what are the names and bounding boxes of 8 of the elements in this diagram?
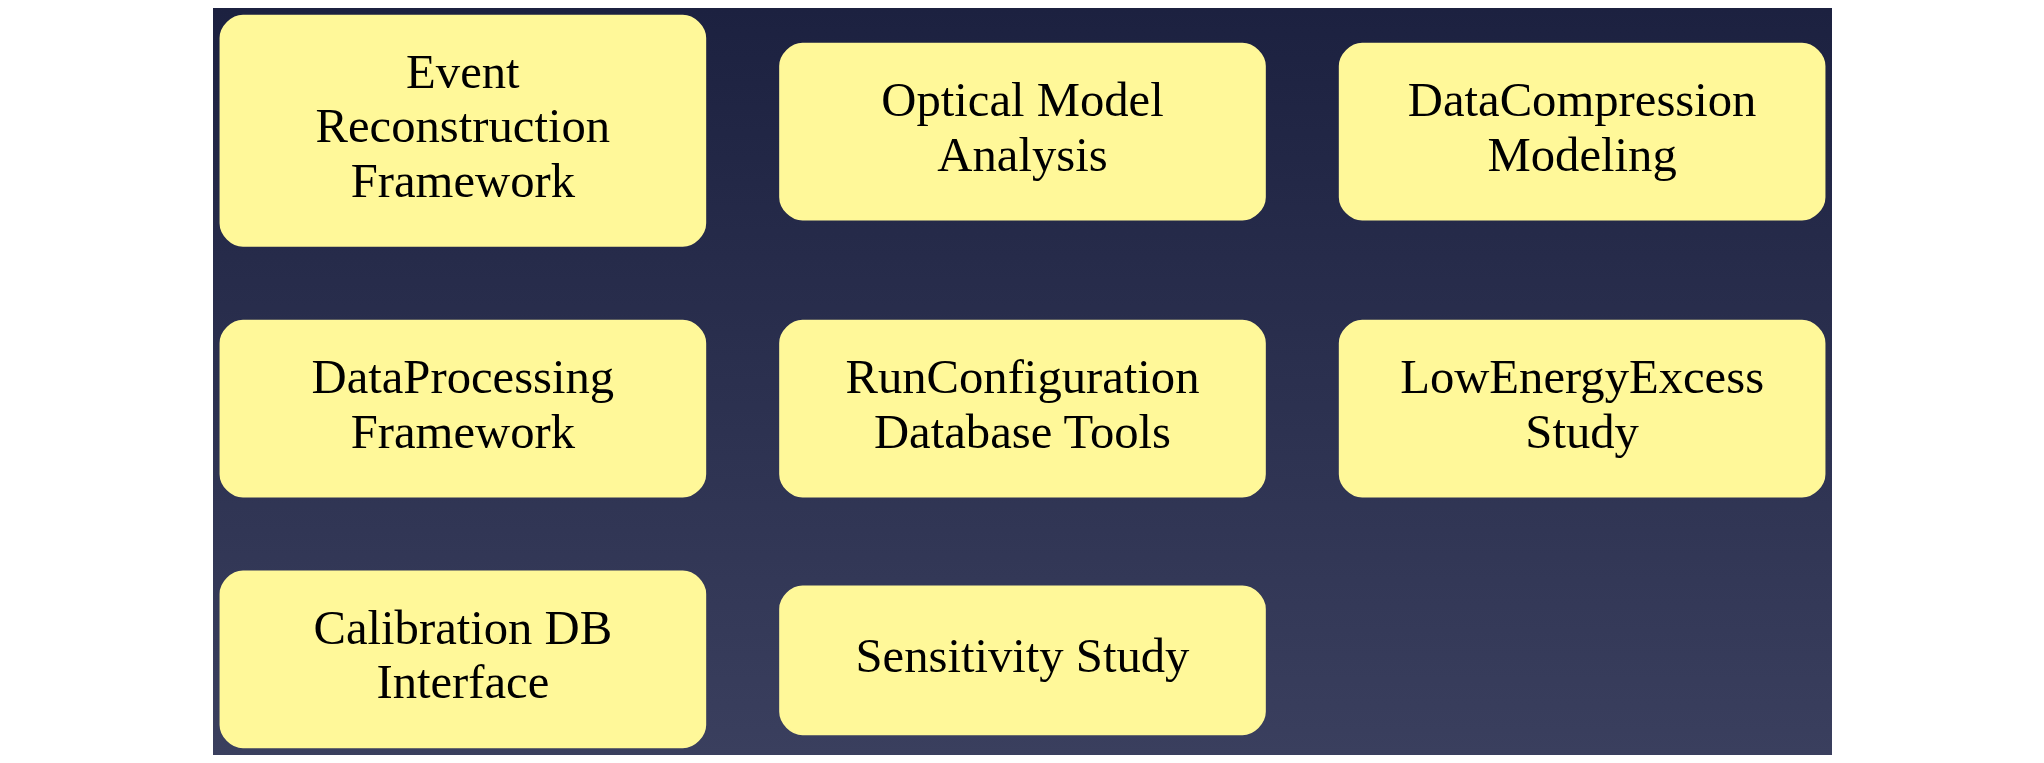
node-box: Sensitivity Study [778, 585, 1266, 736]
node-box: Event Reconstruction Framework [219, 14, 706, 247]
node-box: DataCompression Modeling [1338, 42, 1825, 221]
node-box: LowEnergyExcess Study [1338, 319, 1825, 498]
node-box: RunConfiguration Database Tools [778, 319, 1266, 498]
node-box: DataProcessing Framework [219, 319, 706, 498]
node-box: Calibration DB Interface [219, 570, 706, 749]
node-box: Optical Model Analysis [778, 42, 1266, 221]
